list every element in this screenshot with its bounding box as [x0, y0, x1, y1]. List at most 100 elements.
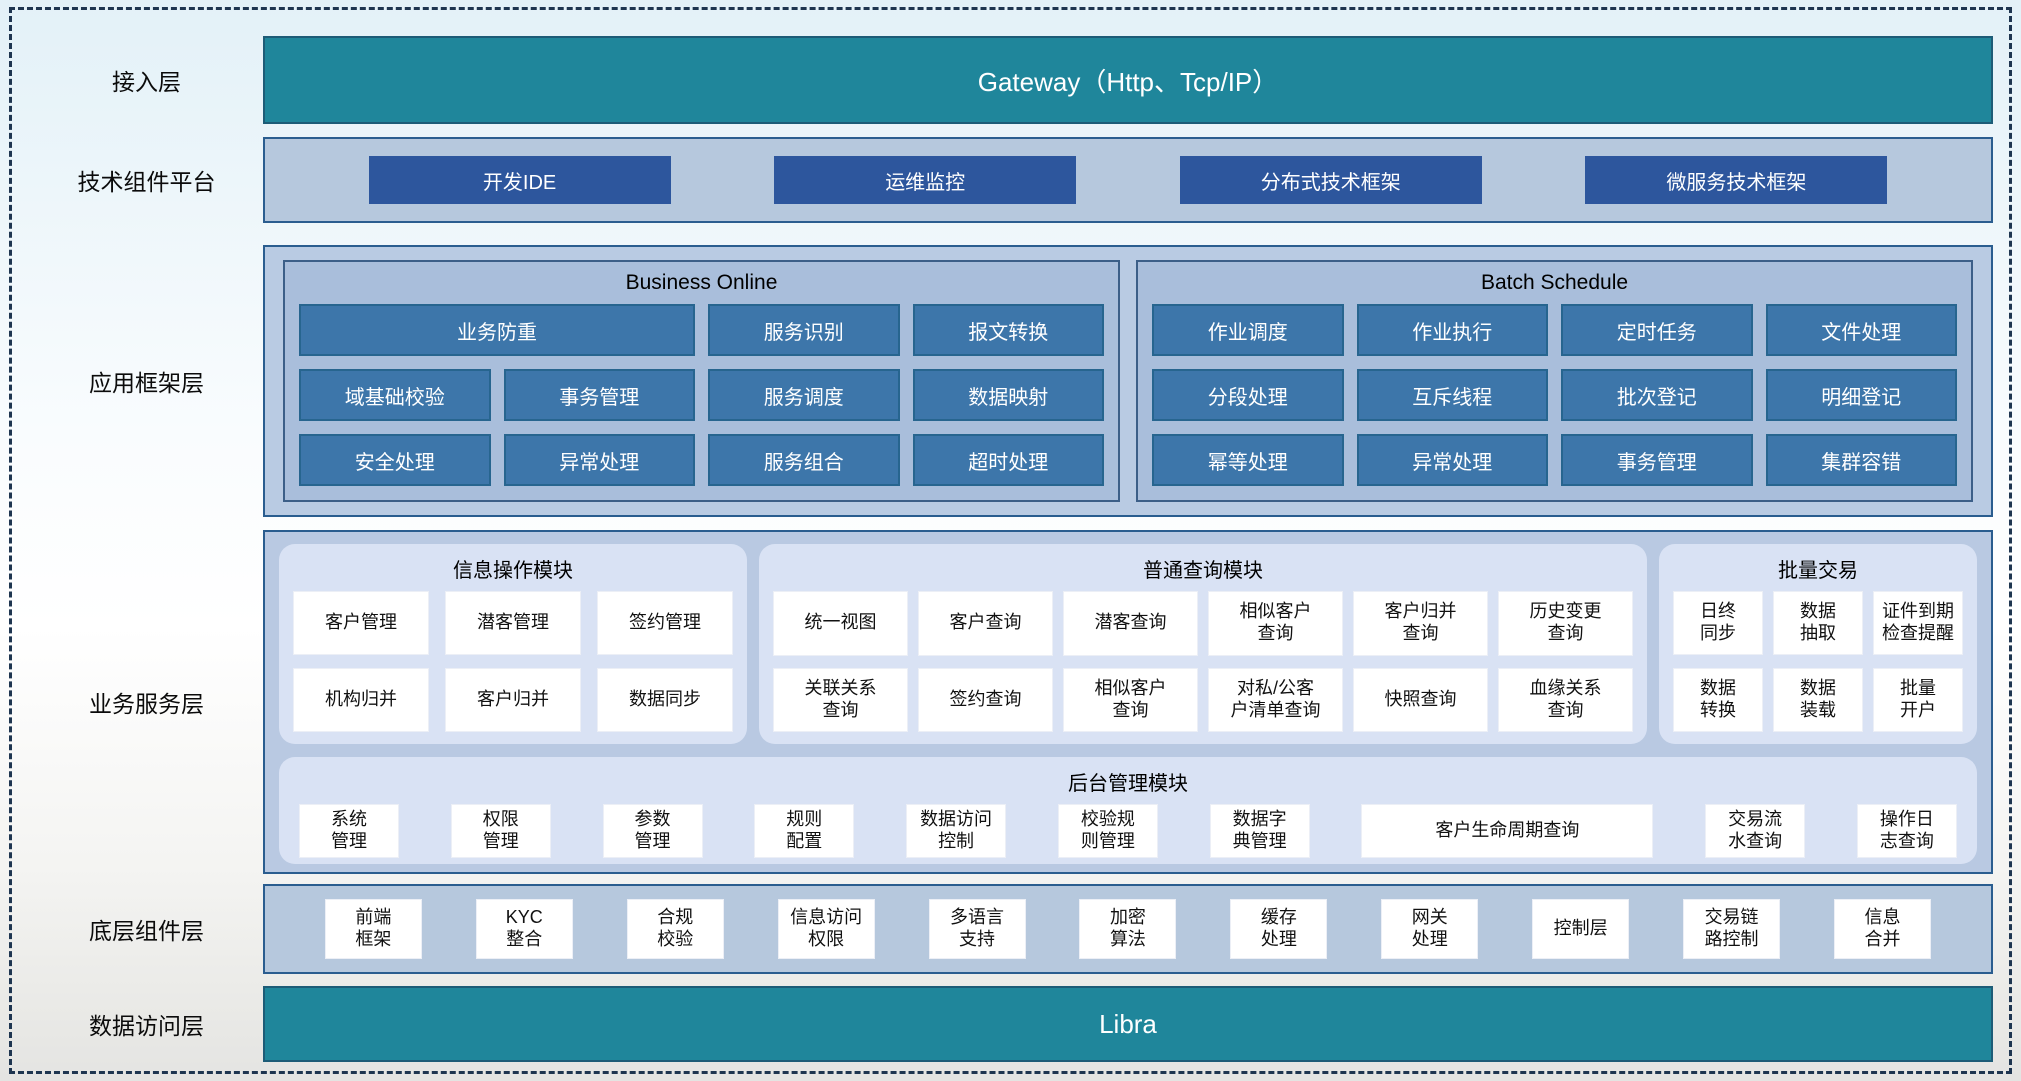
tech-platform-item: 运维监控	[774, 156, 1077, 204]
business-online-item: 超时处理	[912, 434, 1104, 486]
batch-schedule-title: Batch Schedule	[1480, 271, 1629, 294]
general-query-item: 统一视图	[773, 591, 908, 656]
business-online-item: 服务识别	[708, 304, 900, 356]
admin-module-item: 操作日 志查询	[1856, 804, 1957, 858]
base-component-item: 多语言 支持	[928, 899, 1026, 959]
info-operation-grid: 客户管理潜客管理签约管理机构归并客户归并数据同步	[293, 591, 733, 732]
batch-schedule-item: 异常处理	[1356, 434, 1548, 486]
admin-module-row: 系统 管理权限 管理参数 管理规则 配置数据访问 控制校验规 则管理数据字 典管…	[293, 804, 1963, 858]
business-online-grid: 业务防重服务识别报文转换域基础校验事务管理服务调度数据映射安全处理异常处理服务组…	[299, 304, 1104, 486]
business-service-top: 信息操作模块 客户管理潜客管理签约管理机构归并客户归并数据同步 普通查询模块 统…	[279, 544, 1977, 744]
batch-trade-item: 证件到期 检查提醒	[1873, 591, 1963, 655]
libra-bar: Libra	[263, 986, 1993, 1062]
admin-module-item: 客户生命周期查询	[1361, 804, 1654, 858]
base-component-item: 网关 处理	[1381, 899, 1479, 959]
batch-schedule-item: 幂等处理	[1152, 434, 1344, 486]
batch-trade-item: 数据 抽取	[1773, 591, 1863, 655]
batch-schedule-grid: 作业调度作业执行定时任务文件处理分段处理互斥线程批次登记明细登记幂等处理异常处理…	[1152, 304, 1957, 486]
business-online-title: Business Online	[625, 271, 778, 294]
info-operation-item: 机构归并	[293, 668, 429, 732]
general-query-item: 关联关系 查询	[773, 667, 908, 732]
tech-platform-item: 微服务技术框架	[1585, 156, 1888, 204]
data-access-row: 数据访问层 Libra	[30, 986, 1993, 1062]
general-query-item: 签约查询	[918, 667, 1053, 732]
general-query-item: 对私/公客 户清单查询	[1208, 667, 1343, 732]
base-component-label: 底层组件层	[89, 918, 204, 944]
general-query-item: 快照查询	[1353, 667, 1488, 732]
batch-trade-grid: 日终 同步数据 抽取证件到期 检查提醒数据 转换数据 装载批量 开户	[1673, 591, 1963, 732]
business-service-band: 信息操作模块 客户管理潜客管理签约管理机构归并客户归并数据同步 普通查询模块 统…	[263, 530, 1993, 874]
batch-schedule-item: 文件处理	[1765, 304, 1957, 356]
info-operation-title: 信息操作模块	[453, 560, 573, 582]
info-operation-item: 签约管理	[597, 591, 733, 655]
business-online-item: 数据映射	[912, 369, 1104, 421]
general-query-item: 客户归并 查询	[1353, 591, 1488, 656]
admin-module: 后台管理模块 系统 管理权限 管理参数 管理规则 配置数据访问 控制校验规 则管…	[279, 757, 1977, 864]
batch-trade-module: 批量交易 日终 同步数据 抽取证件到期 检查提醒数据 转换数据 装载批量 开户	[1659, 544, 1977, 744]
general-query-item: 客户查询	[918, 591, 1053, 656]
app-framework-row: 应用框架层 Business Online 业务防重服务识别报文转换域基础校验事…	[30, 245, 1993, 517]
batch-trade-item: 数据 装载	[1773, 668, 1863, 732]
business-online-item: 事务管理	[503, 369, 695, 421]
general-query-item: 相似客户 查询	[1208, 591, 1343, 656]
batch-schedule-item: 互斥线程	[1356, 369, 1548, 421]
base-component-item: 信息访问 权限	[777, 899, 875, 959]
admin-module-item: 规则 配置	[754, 804, 855, 858]
batch-trade-item: 数据 转换	[1673, 668, 1763, 732]
admin-module-item: 数据字 典管理	[1209, 804, 1310, 858]
base-component-item: 交易链 路控制	[1683, 899, 1781, 959]
base-component-item: 缓存 处理	[1230, 899, 1328, 959]
general-query-item: 潜客查询	[1063, 591, 1198, 656]
business-online-item: 服务组合	[708, 434, 900, 486]
base-component-item: 信息 合并	[1833, 899, 1931, 959]
business-online-item: 报文转换	[912, 304, 1104, 356]
business-online-item: 业务防重	[299, 304, 695, 356]
data-access-label: 数据访问层	[89, 1013, 204, 1039]
batch-schedule-item: 作业调度	[1152, 304, 1344, 356]
general-query-item: 血缘关系 查询	[1498, 667, 1633, 732]
base-component-row: 底层组件层 前端 框架 KYC 整合合规 校验信息访问 权限多语言 支持加密 算法…	[30, 884, 1993, 974]
general-query-item: 历史变更 查询	[1498, 591, 1633, 656]
tech-platform-item: 开发IDE	[368, 156, 671, 204]
business-online-panel: Business Online 业务防重服务识别报文转换域基础校验事务管理服务调…	[283, 260, 1120, 502]
batch-trade-item: 批量 开户	[1873, 668, 1963, 732]
tech-platform-item: 分布式技术框架	[1179, 156, 1482, 204]
business-online-item: 域基础校验	[299, 369, 491, 421]
admin-module-item: 权限 管理	[450, 804, 551, 858]
base-component-item: 加密 算法	[1079, 899, 1177, 959]
batch-schedule-item: 批次登记	[1561, 369, 1753, 421]
general-query-title: 普通查询模块	[1143, 560, 1263, 582]
base-component-item: 前端 框架	[324, 899, 422, 959]
general-query-item: 相似客户 查询	[1063, 667, 1198, 732]
business-service-row: 业务服务层 信息操作模块 客户管理潜客管理签约管理机构归并客户归并数据同步 普通…	[30, 530, 1993, 874]
access-layer-label: 接入层	[112, 69, 181, 95]
base-component-item: KYC 整合	[475, 899, 573, 959]
business-online-item: 异常处理	[503, 434, 695, 486]
admin-module-item: 参数 管理	[602, 804, 703, 858]
info-operation-item: 潜客管理	[445, 591, 581, 655]
batch-schedule-item: 定时任务	[1561, 304, 1753, 356]
tech-platform-band: 开发IDE 运维监控 分布式技术框架 微服务技术框架	[263, 137, 1993, 223]
admin-module-item: 系统 管理	[299, 804, 399, 858]
batch-schedule-item: 事务管理	[1561, 434, 1753, 486]
base-component-item: 控制层	[1532, 899, 1630, 959]
access-layer-row: 接入层 Gateway（Http、Tcp/IP）	[30, 36, 1993, 124]
info-operation-item: 数据同步	[597, 668, 733, 732]
batch-schedule-panel: Batch Schedule 作业调度作业执行定时任务文件处理分段处理互斥线程批…	[1136, 260, 1973, 502]
business-service-label: 业务服务层	[89, 691, 204, 717]
info-operation-module: 信息操作模块 客户管理潜客管理签约管理机构归并客户归并数据同步	[279, 544, 747, 744]
general-query-module: 普通查询模块 统一视图客户查询潜客查询相似客户 查询客户归并 查询历史变更 查询…	[759, 544, 1647, 744]
batch-schedule-item: 作业执行	[1356, 304, 1548, 356]
business-online-item: 安全处理	[299, 434, 491, 486]
app-framework-band: Business Online 业务防重服务识别报文转换域基础校验事务管理服务调…	[263, 245, 1993, 517]
general-query-grid: 统一视图客户查询潜客查询相似客户 查询客户归并 查询历史变更 查询关联关系 查询…	[773, 591, 1633, 732]
batch-trade-item: 日终 同步	[1673, 591, 1763, 655]
admin-module-item: 校验规 则管理	[1057, 804, 1158, 858]
batch-schedule-item: 明细登记	[1765, 369, 1957, 421]
admin-module-title: 后台管理模块	[1068, 773, 1188, 795]
admin-module-item: 数据访问 控制	[906, 804, 1007, 858]
batch-schedule-item: 分段处理	[1152, 369, 1344, 421]
base-component-item: 合规 校验	[626, 899, 724, 959]
